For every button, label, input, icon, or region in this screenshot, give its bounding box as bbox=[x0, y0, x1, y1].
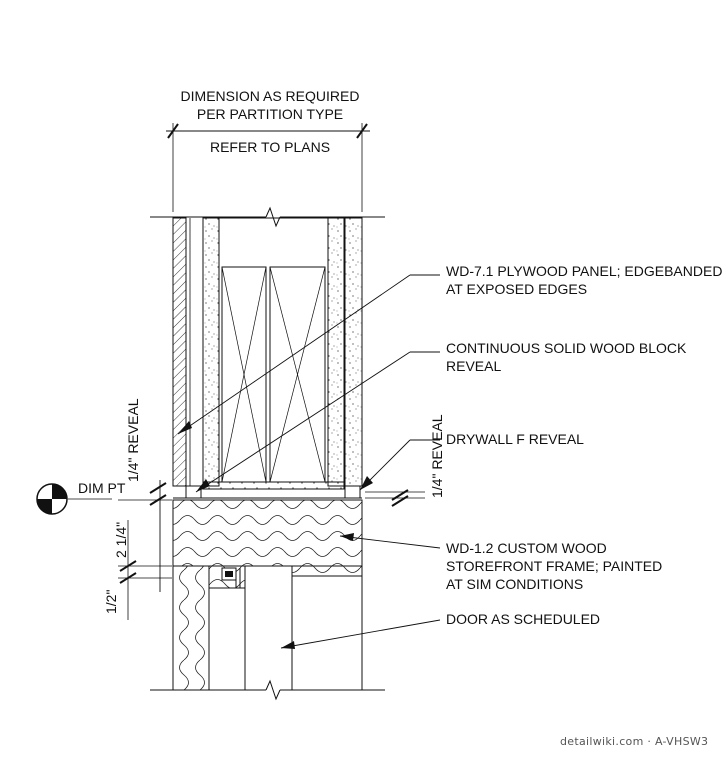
left-dimensions: 1/4" REVEAL 2 1/4" 1/2" bbox=[103, 398, 172, 620]
note-drywall-line1: DRYWALL F REVEAL bbox=[446, 431, 584, 447]
right-reveal-label: 1/4" REVEAL bbox=[429, 414, 445, 498]
right-dimension: 1/4" REVEAL bbox=[365, 414, 445, 507]
note-solid-block: CONTINUOUS SOLID WOOD BLOCK REVEAL bbox=[195, 340, 687, 493]
note-storefront-line1: WD-1.2 CUSTOM WOOD bbox=[446, 540, 607, 556]
note-storefront: WD-1.2 CUSTOM WOOD STOREFRONT FRAME; PAI… bbox=[339, 533, 662, 592]
half-label: 1/2" bbox=[103, 590, 119, 614]
left-reveal-label: 1/4" REVEAL bbox=[125, 398, 141, 482]
watermark-text: detailwiki.com · A-VHSW3 bbox=[560, 735, 708, 748]
tick-reveal-top bbox=[149, 482, 167, 494]
reveal-block-left bbox=[185, 485, 202, 499]
note-door: DOOR AS SCHEDULED bbox=[280, 611, 600, 649]
solid-wood-block bbox=[202, 481, 345, 490]
note-solid-block-line1: CONTINUOUS SOLID WOOD BLOCK bbox=[446, 340, 687, 356]
note-plywood: WD-7.1 PLYWOOD PANEL; EDGEBANDED AT EXPO… bbox=[177, 263, 722, 435]
top-dimension: DIMENSION AS REQUIRED PER PARTITION TYPE… bbox=[166, 88, 370, 212]
drywall-right-outer bbox=[344, 217, 363, 487]
dim-point-label: DIM PT bbox=[78, 480, 126, 496]
dimension-label-line1: DIMENSION AS REQUIRED bbox=[181, 88, 360, 104]
tick-reveal-bottom bbox=[149, 494, 167, 506]
dimension-label-line3: REFER TO PLANS bbox=[210, 139, 330, 155]
dim-point-symbol: DIM PT bbox=[36, 480, 126, 515]
partition-wall bbox=[150, 206, 385, 499]
drywall-right bbox=[327, 217, 345, 487]
note-plywood-line1: WD-7.1 PLYWOOD PANEL; EDGEBANDED bbox=[446, 263, 722, 279]
plywood-panel bbox=[172, 217, 187, 487]
note-storefront-line3: AT SIM CONDITIONS bbox=[446, 576, 583, 592]
drywall-left bbox=[202, 217, 220, 487]
note-door-line1: DOOR AS SCHEDULED bbox=[446, 611, 600, 627]
reveal-block-right bbox=[344, 485, 361, 499]
two-quarter-label: 2 1/4" bbox=[113, 522, 129, 558]
note-drywall: DRYWALL F REVEAL bbox=[359, 431, 584, 491]
dimension-label-line2: PER PARTITION TYPE bbox=[197, 106, 343, 122]
note-plywood-line2: AT EXPOSED EDGES bbox=[446, 281, 587, 297]
note-solid-block-line2: REVEAL bbox=[446, 358, 501, 374]
storefront-frame bbox=[150, 499, 385, 701]
note-storefront-line2: STOREFRONT FRAME; PAINTED bbox=[446, 558, 662, 574]
